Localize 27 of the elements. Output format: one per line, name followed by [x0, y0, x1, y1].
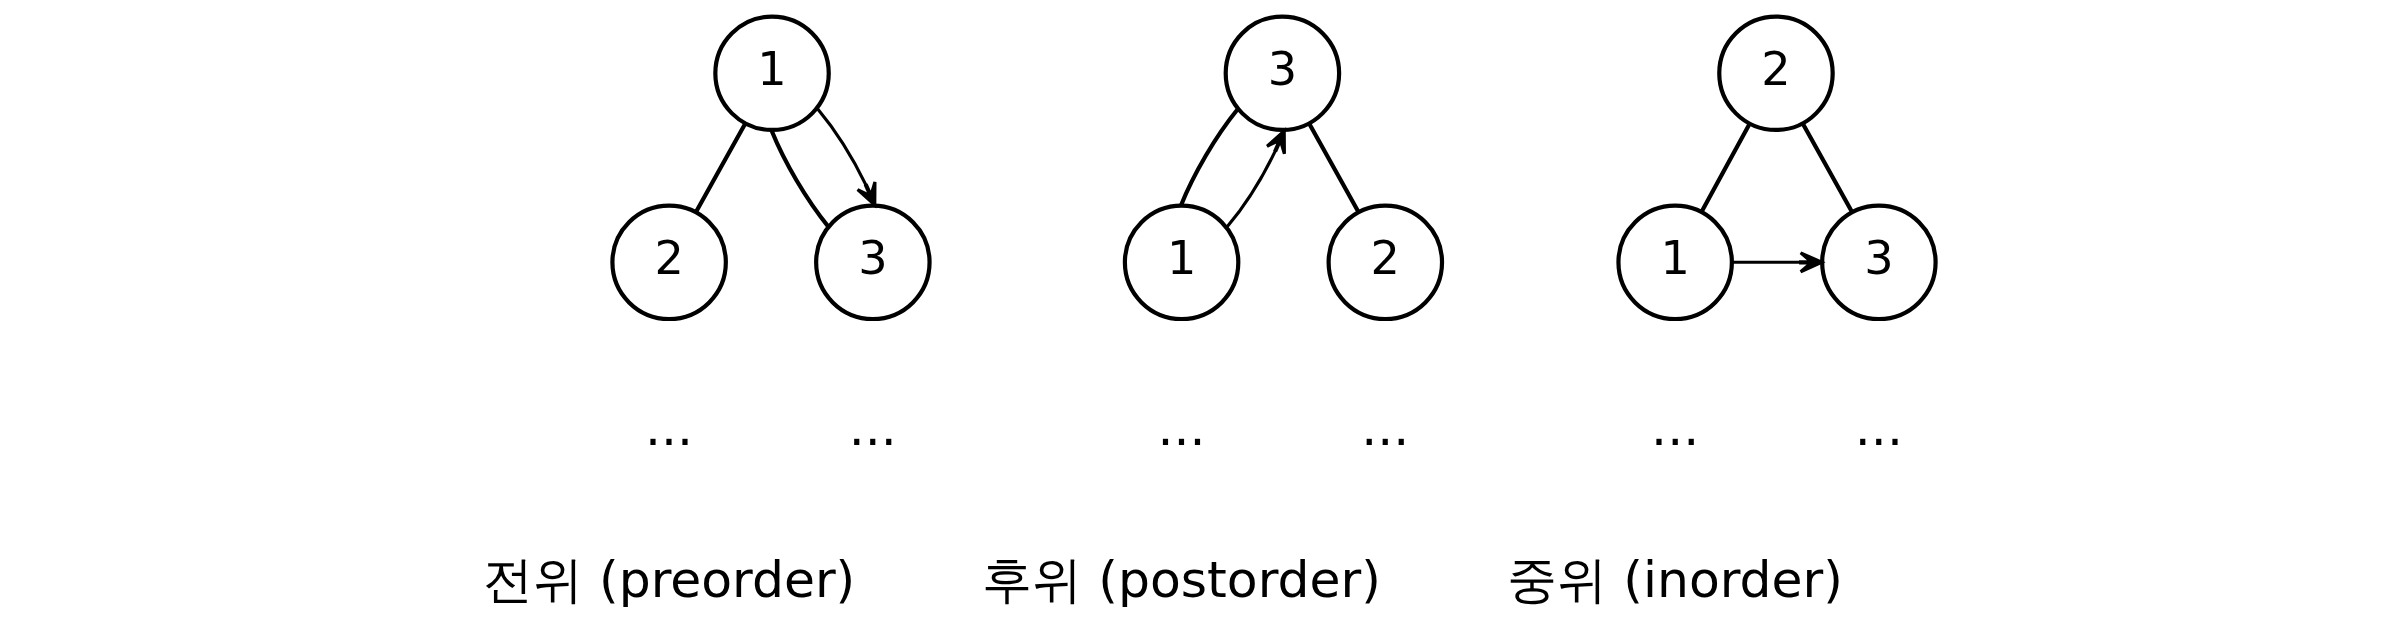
node-circle: 1: [1615, 203, 1734, 322]
arrow: [815, 107, 876, 207]
connector: [693, 122, 747, 213]
label: 중위 (inorder): [1506, 549, 1843, 609]
node-circle: 2: [1716, 14, 1835, 133]
node-circle: 1: [1122, 203, 1240, 322]
label: ...: [848, 398, 897, 458]
node-circle: 2: [1326, 203, 1444, 322]
connector: [1699, 122, 1751, 213]
arrow: [1731, 251, 1823, 274]
label: ...: [1360, 398, 1409, 458]
label: 후위 (postorder): [981, 549, 1381, 609]
connector: [769, 130, 830, 229]
node-circle: 2: [609, 203, 728, 322]
label: ...: [644, 398, 693, 458]
label: ...: [1854, 398, 1903, 458]
node-circle: 3: [1819, 203, 1938, 322]
connector: [1800, 122, 1854, 213]
node-circle: 3: [1223, 14, 1341, 133]
arrow: [1225, 129, 1286, 229]
label: 전위 (preorder): [482, 549, 855, 609]
connector: [1178, 107, 1239, 207]
node-circle: 1: [712, 14, 831, 133]
label: ...: [1157, 398, 1206, 458]
label: ...: [1650, 398, 1699, 458]
node-circle: 3: [813, 203, 932, 322]
connector: [1307, 122, 1360, 213]
